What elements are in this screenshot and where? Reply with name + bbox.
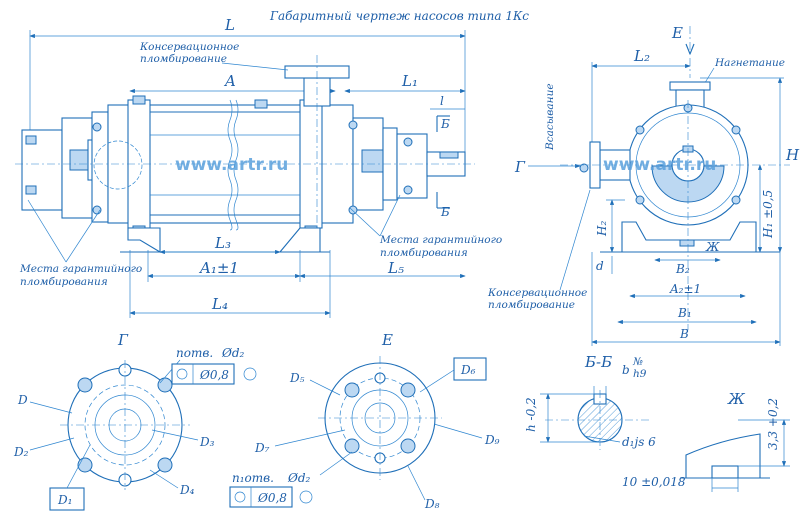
detail-Zh: Ж 3,3 +0,2 10 ±0,018: [622, 390, 790, 492]
dim-B2: B₂: [675, 262, 690, 276]
label-suction: Всасывание: [544, 83, 556, 151]
dim-A1: A₁±1: [198, 259, 239, 277]
dim-h: h -0,2: [524, 397, 538, 432]
tol-top: Ø0,8: [199, 368, 229, 382]
dim-A2: A₂±1: [669, 282, 701, 296]
drawing-title: Габаритный чертеж насосов типа 1Кс: [269, 9, 529, 23]
end-view: E L₂ Нагнетание Г Всасывание: [487, 24, 800, 346]
dim-D1: D₁: [57, 493, 72, 507]
label-holes-top: потв.: [176, 346, 213, 360]
dim-D4: D₄: [179, 483, 195, 497]
watermark-left: www.artr.ru: [175, 155, 288, 175]
dim-D6: D₆: [460, 363, 476, 377]
dim-d: d: [596, 259, 604, 273]
section-mark-bottom: Б: [440, 205, 450, 219]
dim-L: L: [224, 16, 235, 34]
dim-D8: D₈: [424, 497, 440, 511]
dim-b-no: №: [632, 356, 643, 368]
dim-L1: L₁: [401, 72, 418, 90]
dim-L3: L₃: [214, 234, 231, 252]
dim-D7: D₇: [254, 441, 270, 455]
dim-L5: L₅: [387, 259, 404, 277]
dim-B: B: [679, 327, 689, 341]
flange-view-E: E D₅ D₆ D₇ D₉ D₈ n₁отв. Ød₂ Ø0,8: [229, 331, 500, 511]
dim-H1: H₁ ±0,5: [761, 190, 775, 239]
dim-D2: D₂: [13, 445, 29, 459]
tol-bottom: Ø0,8: [257, 491, 287, 505]
view-label-G: Г: [117, 331, 129, 349]
view-label-G-arrow: Г: [514, 158, 526, 176]
label-conservation-seal-top: Консервационное пломбирование: [139, 41, 243, 65]
view-label-Zh-marker: Ж: [705, 240, 720, 254]
label-holes-bottom: n₁отв.: [232, 471, 274, 485]
dim-D5: D₅: [289, 371, 305, 385]
label-conservation-seal-side: Консервационное пломбирование: [487, 287, 591, 311]
dim-b-tol: h9: [633, 368, 647, 380]
section-BB: Б-Б b № h9 h -0,2 d₁js 6: [524, 353, 656, 450]
dim-d1: d₁js 6: [622, 435, 656, 449]
side-view: L A L₁ l Б Б: [15, 16, 506, 318]
view-label-Zh: Ж: [727, 390, 746, 408]
dim-D: D: [17, 393, 28, 407]
dim-d2-top: Ød₂: [221, 346, 245, 360]
view-label-E: E: [381, 331, 393, 349]
dim-B1: B₁: [677, 306, 692, 320]
dim-k33: 3,3 +0,2: [766, 398, 780, 450]
dim-L2: L₂: [633, 47, 650, 65]
dim-D3: D₃: [199, 435, 215, 449]
dim-H: H: [785, 146, 800, 164]
label-warranty-seal-left: Места гарантийного пломбирования: [19, 263, 146, 288]
watermark-right: www.artr.ru: [603, 155, 716, 175]
section-mark-top: Б: [440, 117, 450, 131]
flange-view-G: Г D D₂ D₁ D₃ D₄ потв. Ød₂ Ø0,8: [13, 331, 257, 511]
dim-d2-bottom: Ød₂: [287, 471, 311, 485]
dim-A: A: [223, 72, 236, 90]
dim-l: l: [440, 94, 444, 108]
label-discharge: Нагнетание: [714, 57, 785, 69]
dim-L4: L₄: [211, 295, 228, 313]
dim-b: b: [622, 363, 630, 377]
dim-H2: H₂: [595, 221, 609, 237]
dim-k10: 10 ±0,018: [622, 475, 686, 489]
section-label-BB: Б-Б: [584, 353, 612, 371]
dim-D9: D₉: [484, 433, 500, 447]
label-warranty-seal-right: Места гарантийного пломбирования: [379, 234, 506, 259]
view-label-E-top: E: [671, 24, 683, 42]
